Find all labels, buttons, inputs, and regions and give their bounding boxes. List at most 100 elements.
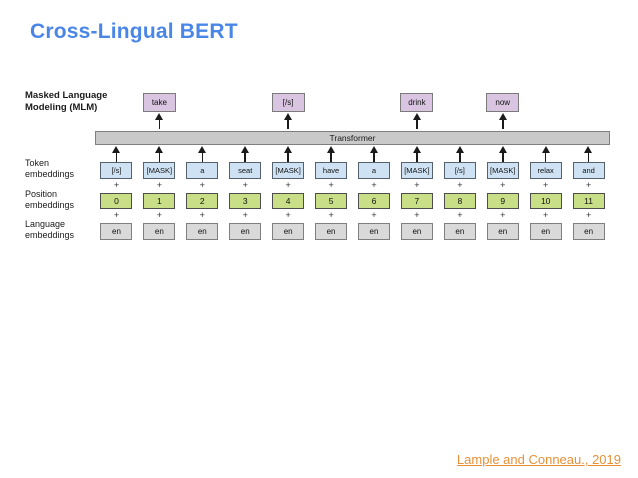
column-cell: [MASK] xyxy=(267,162,310,179)
token-box: a xyxy=(186,162,219,179)
column-cell: en xyxy=(267,223,310,240)
column-cell: + xyxy=(481,209,524,222)
token-box: [MASK] xyxy=(400,162,433,179)
output-box: now xyxy=(486,92,520,112)
column-cell: 6 xyxy=(353,193,396,209)
plus-sign: + xyxy=(328,210,334,220)
column-cell: 4 xyxy=(267,193,310,209)
column-cell: 2 xyxy=(181,193,224,209)
token-box: [MASK] xyxy=(143,162,176,179)
language-embeddings-label: Language embeddings xyxy=(25,219,75,240)
citation-link[interactable]: Lample and Conneau., 2019 xyxy=(456,452,621,467)
column-cell: en xyxy=(438,223,481,240)
token-box: [/s] xyxy=(443,162,476,179)
plus-sign: + xyxy=(371,180,377,190)
column-cell: 9 xyxy=(481,193,524,209)
column-cell: [MASK] xyxy=(481,162,524,179)
plus-sign: + xyxy=(457,210,463,220)
token-box: relax xyxy=(529,162,562,179)
column-cell: + xyxy=(524,209,567,222)
position-box: 8 xyxy=(443,193,476,209)
language-box: en xyxy=(272,223,305,240)
column-cell xyxy=(310,92,353,112)
plus-sign: + xyxy=(113,210,120,220)
column-cell xyxy=(224,145,267,162)
column-cell: + xyxy=(181,179,224,192)
column-cell xyxy=(567,112,610,130)
column-cell: a xyxy=(181,162,224,179)
column-cell: + xyxy=(395,209,438,222)
column-cell xyxy=(481,112,524,130)
token-box: seat xyxy=(229,162,262,179)
column-cell: + xyxy=(267,209,310,222)
language-box: en xyxy=(229,223,262,240)
column-cell: take xyxy=(138,92,181,112)
plus-sign: + xyxy=(414,180,420,190)
plus-sign: + xyxy=(113,180,120,190)
up-arrow-icon xyxy=(585,145,592,162)
column-cell: now xyxy=(481,92,524,112)
transformer-bar: Transformer xyxy=(95,131,610,145)
column-cell: seat xyxy=(224,162,267,179)
position-box: 3 xyxy=(229,193,262,209)
column-cell: 7 xyxy=(395,193,438,209)
column-cell xyxy=(95,145,138,162)
column-cell: en xyxy=(567,223,610,240)
column-cell: and xyxy=(567,162,610,179)
position-box: 4 xyxy=(272,193,305,209)
column-cell: 0 xyxy=(95,193,138,209)
token-box: have xyxy=(315,162,348,179)
mlm-label: Masked Language Modeling (MLM) xyxy=(25,90,108,113)
column-cell xyxy=(524,92,567,112)
plus-sign: + xyxy=(156,180,163,190)
column-cell xyxy=(567,145,610,162)
column-cell xyxy=(224,92,267,112)
position-box: 6 xyxy=(357,193,390,209)
column-cell: 11 xyxy=(567,193,610,209)
output-box: [/s] xyxy=(271,92,305,112)
plus-sign: + xyxy=(585,210,592,220)
plus-sign: + xyxy=(156,210,163,220)
column-cell: en xyxy=(310,223,353,240)
language-box: en xyxy=(529,223,562,240)
language-box: en xyxy=(357,223,390,240)
up-arrow-icon xyxy=(284,113,291,129)
column-cell: + xyxy=(95,179,138,192)
output-box: take xyxy=(142,92,176,112)
language-box: en xyxy=(315,223,348,240)
column-cell: 1 xyxy=(138,193,181,209)
column-cell xyxy=(481,145,524,162)
plus-sign: + xyxy=(285,180,291,190)
plus-sign: + xyxy=(242,210,248,220)
plus-sign: + xyxy=(199,210,205,220)
column-cell xyxy=(395,145,438,162)
column-cell: + xyxy=(438,209,481,222)
column-cell: 10 xyxy=(524,193,567,209)
plus-sign: + xyxy=(371,210,377,220)
up-arrow-icon xyxy=(156,113,163,129)
column-cell: + xyxy=(310,179,353,192)
column-cell xyxy=(524,112,567,130)
language-box: en xyxy=(143,223,176,240)
up-arrow-icon xyxy=(156,145,163,162)
column-cell: [/s] xyxy=(95,162,138,179)
column-cell xyxy=(353,112,396,130)
column-cell xyxy=(310,145,353,162)
column-cell: en xyxy=(138,223,181,240)
column-cell xyxy=(181,92,224,112)
column-cell: a xyxy=(353,162,396,179)
token-box: [/s] xyxy=(100,162,133,179)
position-box: 7 xyxy=(400,193,433,209)
column-cell: 5 xyxy=(310,193,353,209)
up-arrow-icon xyxy=(499,145,506,162)
column-cell: + xyxy=(138,179,181,192)
column-cell xyxy=(267,145,310,162)
plus-sign: + xyxy=(457,180,463,190)
plus-sign: + xyxy=(585,180,592,190)
column-cell: [MASK] xyxy=(395,162,438,179)
plus-sign: + xyxy=(328,180,334,190)
column-cell: en xyxy=(395,223,438,240)
